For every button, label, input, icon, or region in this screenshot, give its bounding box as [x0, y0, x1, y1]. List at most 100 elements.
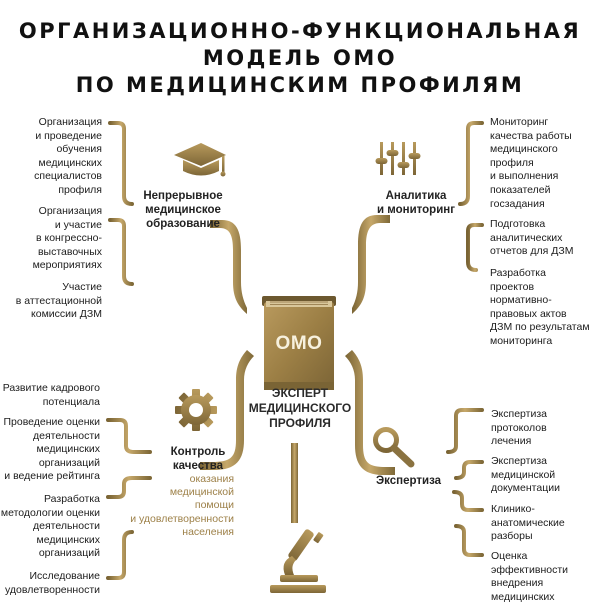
list-item-line: профиля	[490, 156, 534, 169]
expertise-item-1: Экспертиза протоколов лечения	[491, 408, 600, 449]
list-item-line: лечения	[491, 435, 532, 448]
list-item-line: нормативно-	[490, 294, 552, 307]
analytics-brackets	[458, 121, 484, 272]
analytics-heading-line: и мониторинг	[377, 204, 455, 216]
list-item-line: Участие	[62, 281, 102, 293]
list-item-line: в аттестационной	[15, 294, 102, 307]
education-item-2: Организация и участие в конгрессно- выст…	[0, 205, 102, 273]
quality-subtitle-line: населения	[182, 525, 234, 538]
page-title-line-3: ПО МЕДИЦИНСКИМ ПРОФИЛЯМ	[75, 73, 525, 97]
expertise-item-2: Экспертиза медицинской документации	[491, 455, 600, 496]
list-item-line: организаций	[38, 547, 100, 560]
quality-heading-line: Контроль	[170, 446, 226, 458]
list-item-line: Мониторинг	[490, 116, 549, 128]
list-item-line: Подготовка	[490, 218, 546, 230]
center-label-line-1: ЭКСПЕРТ	[271, 386, 329, 400]
center-band	[200, 215, 395, 523]
expertise-item-4: Оценка эффективности внедрения медицинск…	[491, 550, 600, 604]
list-item-line: Клинико-	[491, 503, 535, 515]
magnifier-icon	[373, 427, 415, 468]
quality-item-1: Развитие кадрового потенциала	[0, 382, 100, 409]
list-item-line: мониторинга	[490, 334, 553, 347]
list-item-line: и ведение рейтинга	[4, 470, 100, 483]
list-item-line: профиля	[58, 183, 102, 196]
education-heading: Непрерывное медицинское образование	[128, 189, 238, 231]
list-item-line: Оценка	[491, 550, 528, 562]
education-brackets	[108, 121, 134, 286]
list-item-line: потенциала	[42, 395, 100, 408]
quality-subtitle-line: помощи	[194, 499, 234, 512]
list-item-line: правовых актов	[490, 307, 567, 320]
quality-subtitle-line: и удовлетворенности	[130, 512, 234, 525]
quality-subtitle-line: оказания	[189, 473, 234, 485]
list-item-line: и проведение	[35, 129, 102, 142]
list-item-line: медицинских	[36, 533, 100, 546]
graduation-cap-icon	[174, 143, 226, 177]
center-label-line-2: МЕДИЦИНСКОГО	[248, 401, 352, 415]
quality-subtitle-line: медицинской	[169, 486, 234, 499]
list-item-line: медицинских	[491, 590, 555, 603]
quality-heading: Контроль качества	[160, 445, 236, 473]
analytics-heading: Аналитика и мониторинг	[368, 189, 464, 217]
gear-icon	[175, 389, 217, 431]
list-item-line: Экспертиза	[491, 408, 547, 420]
list-item-line: качества работы	[490, 129, 572, 142]
list-item-line: Проведение оценки	[3, 416, 100, 428]
list-item-line: медицинской	[491, 468, 556, 481]
list-item-line: эффективности	[491, 563, 569, 576]
quality-item-3: Разработка методологии оценки деятельнос…	[0, 493, 100, 561]
expertise-heading: Экспертиза	[376, 474, 456, 488]
analytics-item-1: Мониторинг качества работы медицинского …	[490, 116, 600, 211]
list-item-line: аналитических	[490, 231, 563, 244]
list-item-line: организаций	[38, 456, 100, 469]
list-item-line: в конгрессно-	[36, 232, 102, 245]
list-item-line: медицинского	[490, 143, 558, 156]
list-item-line: медицинских	[36, 443, 100, 456]
list-item-line: Организация	[38, 116, 102, 128]
microscope-icon	[270, 529, 326, 593]
analytics-item-2: Подготовка аналитических отчетов для ДЗМ	[490, 218, 600, 259]
expertise-heading-line: Экспертиза	[376, 475, 442, 487]
list-item-line: отчетов для ДЗМ	[490, 245, 574, 258]
expertise-item-3: Клинико- анатомические разборы	[491, 503, 600, 544]
quality-brackets	[106, 387, 152, 580]
book-label: ОМО	[275, 333, 323, 354]
center-label-line-3: ПРОФИЛЯ	[269, 416, 331, 430]
list-item-line: госзадания	[490, 197, 545, 210]
list-item-line: анатомические	[491, 516, 565, 529]
education-heading-line: медицинское	[145, 204, 221, 216]
list-item-line: специалистов	[34, 170, 102, 183]
list-item-line: медицинских	[38, 156, 102, 169]
quality-heading-line: качества	[172, 460, 224, 472]
list-item-line: комиссии ДЗМ	[31, 308, 102, 321]
list-item-line: ДЗМ по результатам	[490, 321, 590, 334]
list-item-line: проектов	[490, 280, 535, 293]
equalizer-icon	[375, 142, 421, 175]
list-item-line: разборы	[491, 530, 533, 543]
list-item-line: методологии оценки	[0, 506, 100, 519]
analytics-heading-line: Аналитика	[385, 190, 447, 202]
list-item-line: Экспертиза	[491, 455, 547, 467]
list-item-line: выставочных	[37, 245, 102, 258]
analytics-item-3: Разработка проектов нормативно- правовых…	[490, 267, 600, 349]
education-item-3: Участие в аттестационной комиссии ДЗМ	[0, 281, 102, 322]
list-item-line: обучения	[56, 143, 102, 156]
education-heading-line: Непрерывное	[143, 190, 223, 202]
education-item-1: Организация и проведение обучения медици…	[0, 116, 102, 198]
page-title-line-1: ОРГАНИЗАЦИОННО-ФУНКЦИОНАЛЬНАЯ	[18, 19, 582, 43]
list-item-line: Разработка	[490, 267, 546, 279]
quality-item-4: Исследование удовлетворенности	[0, 570, 100, 597]
list-item-line: деятельности	[33, 520, 100, 533]
list-item-line: удовлетворенности	[5, 583, 100, 596]
list-item-line: и выполнения	[490, 170, 559, 183]
education-heading-line: образование	[146, 218, 220, 230]
list-item-line: Развитие кадрового	[2, 382, 100, 394]
book-icon	[262, 296, 336, 390]
quality-item-2: Проведение оценки деятельности медицинск…	[0, 416, 100, 484]
list-item-line: мероприятиях	[32, 259, 102, 272]
list-item-line: показателей	[490, 183, 551, 196]
list-item-line: Исследование	[29, 570, 100, 582]
page-title-line-2: МОДЕЛЬ ОМО	[202, 46, 398, 70]
list-item-line: внедрения	[491, 577, 544, 590]
